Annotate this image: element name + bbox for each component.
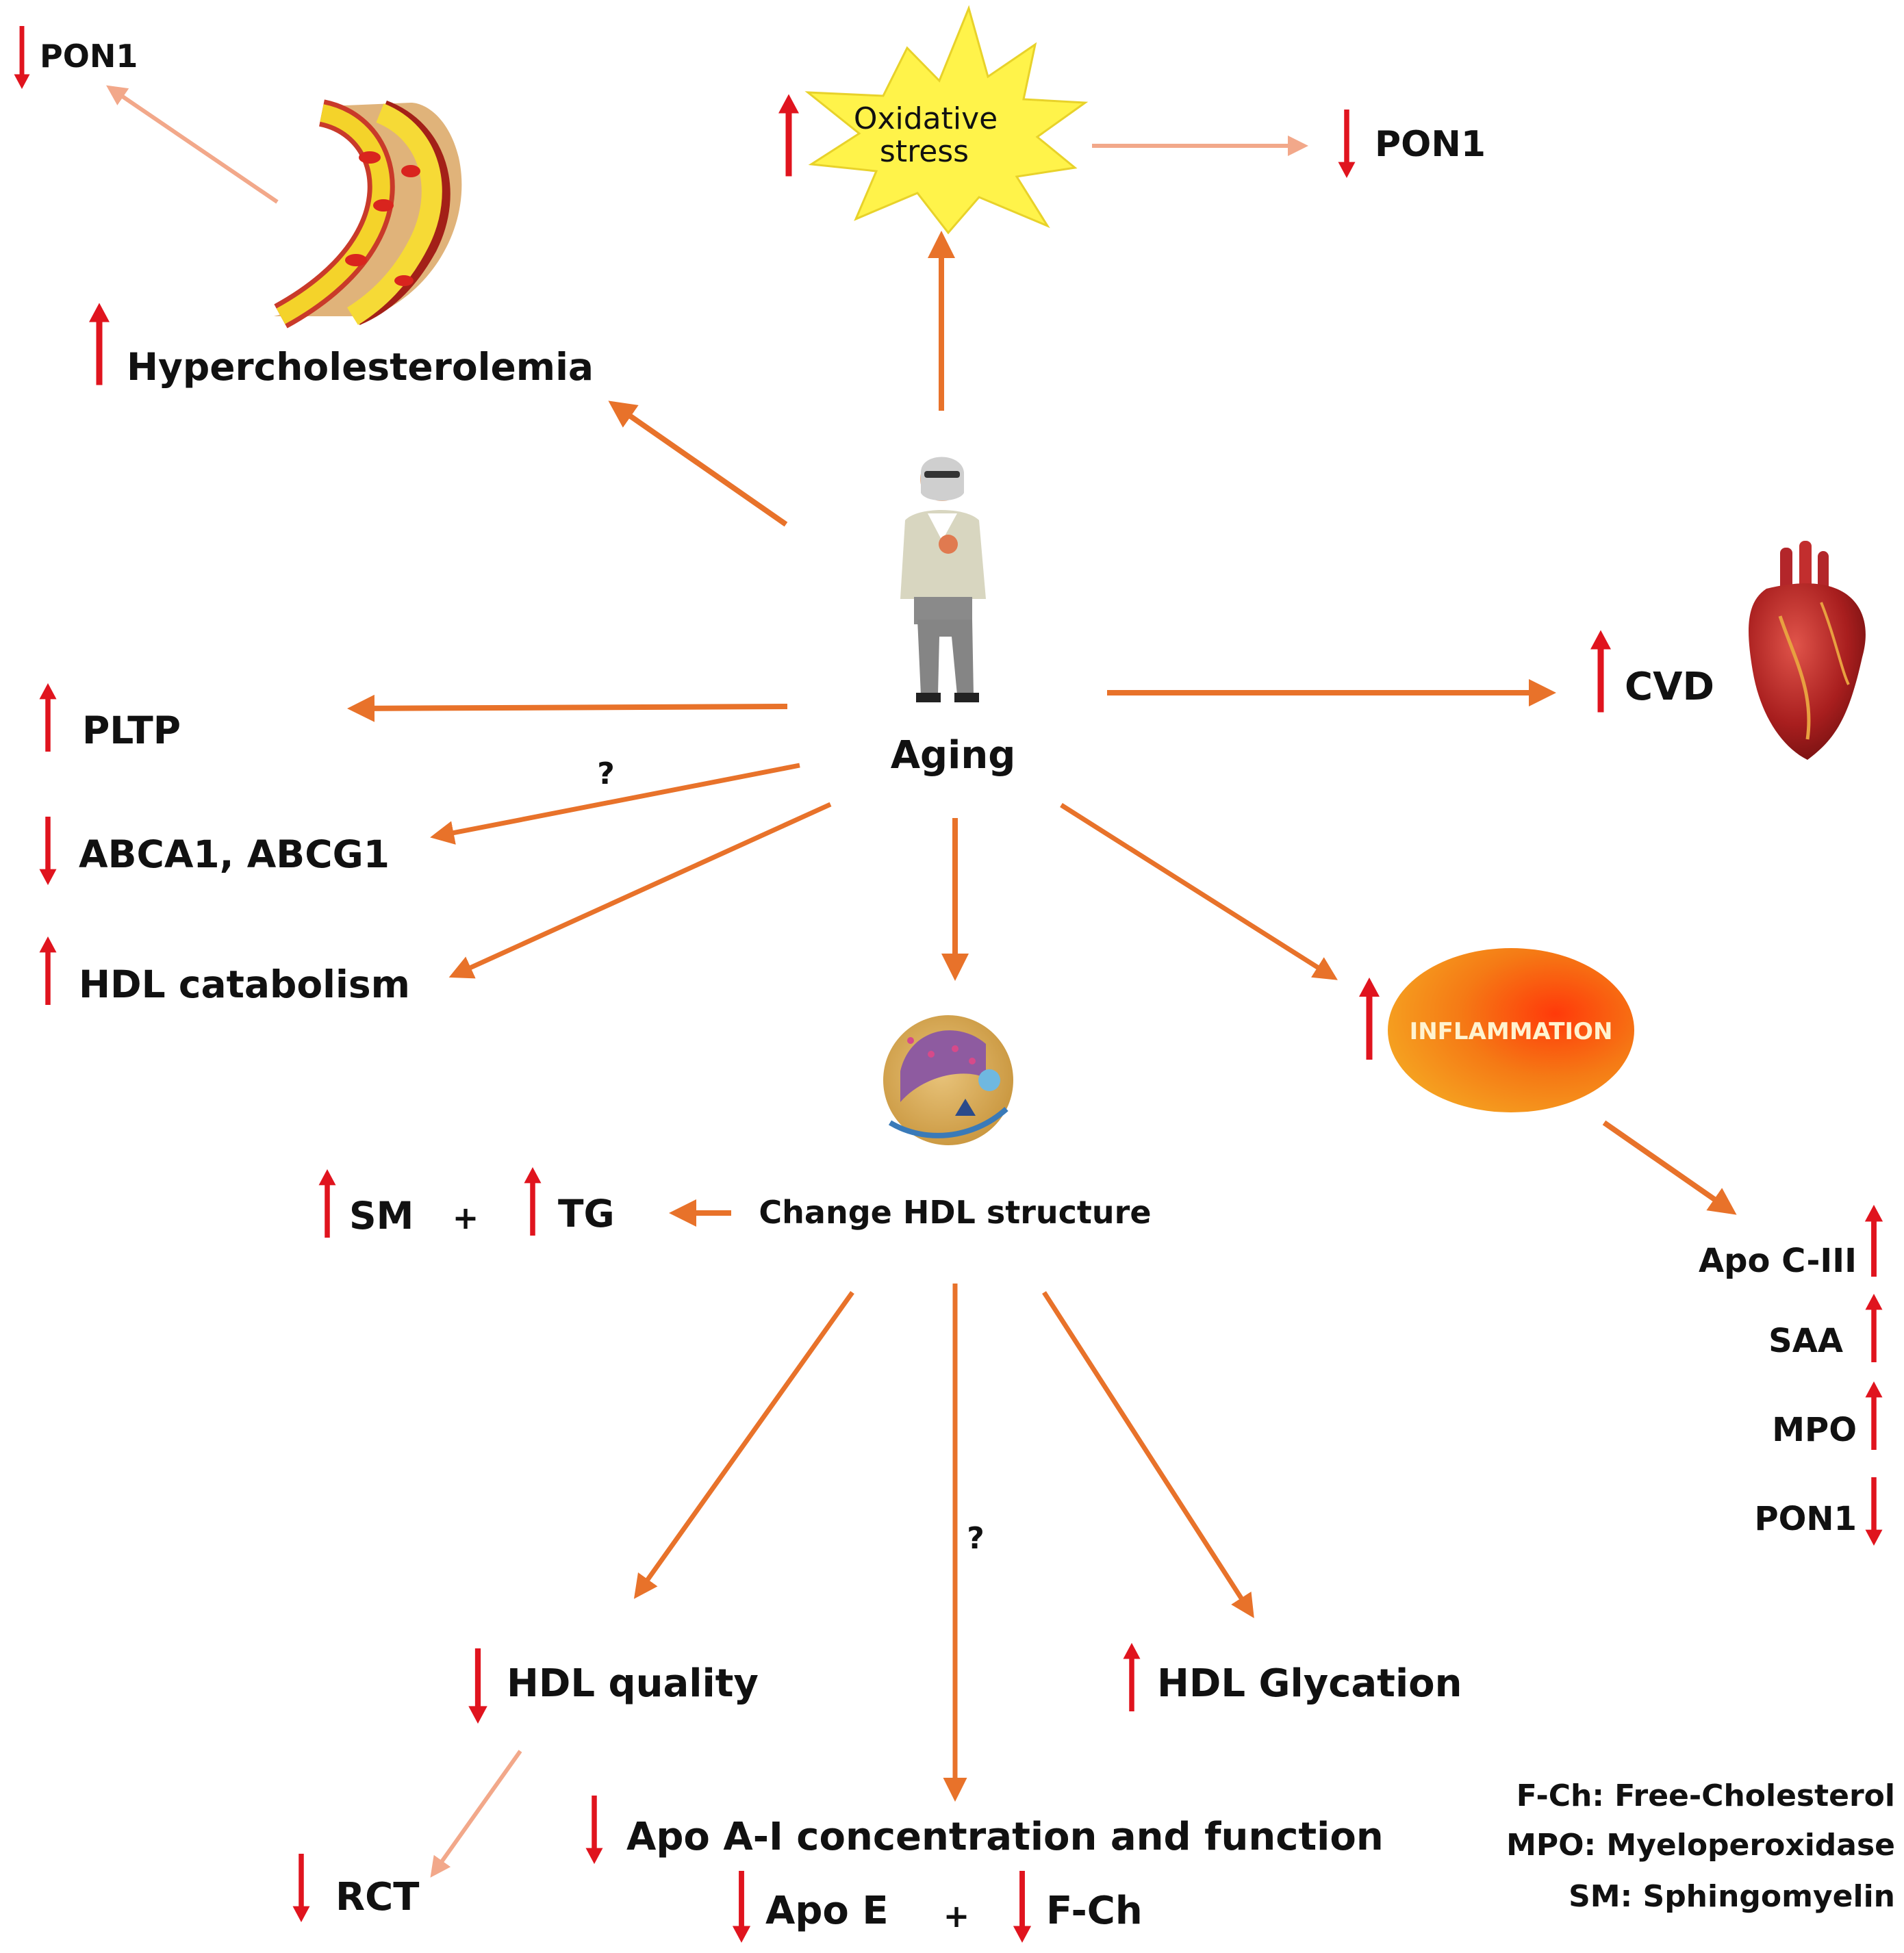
arrow-aging-to-hypercholesterolemia [608,400,788,527]
aging-node: Aging [891,457,1016,778]
down-arrow-icon [293,1854,310,1922]
up-arrow-icon [1866,1294,1883,1362]
inflammation-ellipse [1388,948,1634,1112]
arrow-aging-to-hdl-catabolism [448,802,832,979]
hdl-components: SM + TG [319,1167,615,1238]
apo-e-fch-node: Apo E + F-Ch [733,1871,1143,1943]
down-arrow-icon [14,26,30,89]
hdl-glycation-label: HDL Glycation [1157,1661,1462,1706]
pltp-label: PLTP [82,709,181,752]
marker-saa-label: SAA [1768,1322,1843,1360]
heart-icon [1749,541,1866,760]
abca1-label: ABCA1, ABCG1 [79,832,390,876]
arrow-hdl-quality-to-rct [430,1750,522,1878]
down-arrow-icon [1338,110,1356,178]
oxidative-stress-node: Oxidative stress [778,5,1089,235]
hdl-glycation-node: HDL Glycation [1124,1643,1462,1711]
hdl-structure-node: Change HDL structure [759,1015,1152,1231]
abca1-node: ABCA1, ABCG1 [40,817,390,885]
hdl-catabolism-node: HDL catabolism [40,936,410,1006]
apo-a1-label: Apo A-I concentration and function [626,1815,1384,1859]
down-arrow-icon [40,817,57,885]
arrow-aging-to-inflammation [1060,803,1338,980]
hypercholesterolemia-label: Hypercholesterolemia [127,345,594,389]
elderly-man-icon [900,457,986,702]
arrow-inflammation-to-markers [1602,1120,1737,1215]
inflammation-label: INFLAMMATION [1410,1018,1613,1045]
fch-label: F-Ch [1046,1889,1143,1933]
abbreviation-sm: SM: Sphingomyelin [1569,1879,1895,1914]
up-arrow-icon [778,94,799,177]
apo-a1-question-mark: ? [967,1521,985,1556]
up-arrow-icon [1866,1381,1883,1450]
down-arrow-icon [586,1796,603,1864]
abbreviation-fch: F-Ch: Free-Cholesterol [1516,1778,1895,1813]
up-arrow-icon [524,1167,542,1236]
oxidative-pon1-label: PON1 [1375,124,1486,165]
apo-a1-node: Apo A-I concentration and function [586,1796,1384,1864]
abbreviation-mpo: MPO: Myeloperoxidase [1506,1828,1895,1863]
component-plus: + [453,1199,479,1236]
down-arrow-icon [468,1648,487,1724]
arrow-hdl-structure-to-glycation [1042,1291,1254,1618]
up-arrow-icon [40,936,57,1005]
cvd-label: CVD [1625,665,1714,709]
up-arrow-icon [40,683,57,752]
inflammation-node: INFLAMMATION [1359,948,1634,1112]
abca1-question-mark: ? [597,756,615,791]
up-arrow-icon [1124,1643,1141,1711]
arrow-aging-to-pltp [347,694,788,722]
component-tg-label: TG [558,1192,615,1236]
arrow-artery-to-pon1 [106,85,279,204]
arrow-hdl-structure-to-quality [633,1290,854,1599]
inflammation-markers: Apo C-III SAA MPO PON1 [1699,1205,1883,1546]
hdl-quality-label: HDL quality [507,1661,759,1706]
marker-apo-c3-label: Apo C-III [1699,1242,1857,1280]
pltp-node: PLTP [40,683,181,752]
up-arrow-icon [1359,978,1380,1060]
starburst-icon [804,5,1089,235]
abbreviation-legend: F-Ch: Free-Cholesterol MPO: Myeloperoxid… [1506,1778,1895,1914]
artery-pon1-label: PON1 [40,38,138,75]
apo-e-fch-plus: + [943,1898,970,1935]
up-arrow-icon [319,1169,336,1238]
hdl-catabolism-label: HDL catabolism [79,962,410,1006]
hdl-particle-icon [883,1015,1013,1145]
artery-plaque-icon [274,99,462,329]
hypercholesterolemia-node: Hypercholesterolemia [89,99,594,389]
oxidative-pon1-node: PON1 [1338,110,1486,178]
hdl-structure-label: Change HDL structure [759,1194,1151,1231]
down-arrow-icon [733,1871,750,1943]
aging-label: Aging [891,733,1016,778]
hdl-quality-node: HDL quality [468,1648,759,1724]
artery-pon1-node: PON1 [14,26,138,89]
marker-pon1-label: PON1 [1754,1500,1857,1538]
up-arrow-icon [89,303,110,385]
oxidative-stress-line2: stress [880,134,969,169]
down-arrow-icon [1013,1871,1031,1943]
component-sm-label: SM [349,1194,414,1238]
apo-e-label: Apo E [765,1889,889,1933]
down-arrow-icon [1866,1477,1883,1546]
connector-arrows [106,85,1737,1878]
marker-mpo-label: MPO [1772,1411,1857,1449]
arrow-aging-to-abca1 [430,763,800,845]
up-arrow-icon [1590,630,1611,713]
up-arrow-icon [1865,1205,1883,1277]
oxidative-stress-line1: Oxidative [854,101,998,136]
rct-label: RCT [335,1875,419,1919]
cvd-node: CVD [1590,541,1866,760]
rct-node: RCT [293,1854,419,1922]
